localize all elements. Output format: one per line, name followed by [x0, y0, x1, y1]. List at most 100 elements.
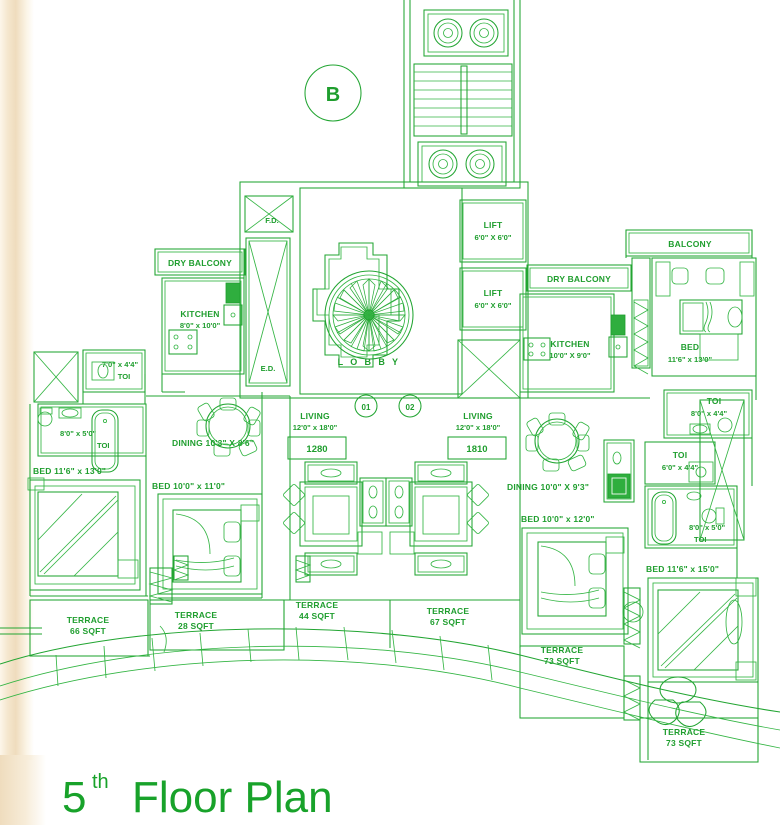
right-living-furniture [385, 461, 489, 576]
medallion-rays [332, 278, 406, 352]
right-toilet-2-dims: 6'0" x 4'4" [662, 463, 699, 472]
unit-marker-02-label: 02 [406, 403, 415, 412]
left-basin-icon [61, 408, 79, 418]
terrace-5-area: 73 SQFT [544, 656, 580, 666]
lift-2-label: LIFT [484, 288, 503, 298]
right-toilet-1 [663, 389, 753, 439]
right-dry-balcony [526, 264, 632, 292]
right-toilet-1-label: TOI [707, 396, 722, 406]
unit-marker-01-label: 01 [362, 403, 371, 412]
right-bed-1-dims: 11'6" x 13'0" [668, 355, 713, 364]
staircase-treads [413, 63, 513, 137]
left-living-label: LIVING [300, 411, 330, 421]
terrace-3-label: TERRACE [296, 600, 339, 610]
lift-2-dims: 6'0" X 6'0" [475, 301, 512, 310]
left-living-dims: 12'0" x 18'0" [293, 423, 338, 432]
building-marker-label: B [326, 84, 340, 106]
right-toilet-1-dims: 8'0" x 4'4" [691, 409, 728, 418]
page-title: 5 th Floor Plan [62, 771, 333, 822]
terrace-1-area: 66 SQFT [70, 626, 106, 636]
planter-motif-top [433, 18, 499, 48]
lift-1-dims: 6'0" X 6'0" [475, 233, 512, 242]
left-living-furniture [283, 461, 387, 576]
left-bathtub-icon [91, 409, 119, 473]
terrace-6-outline [639, 717, 759, 763]
left-area-value: 1280 [306, 444, 327, 455]
left-toilet-2-label: TOI [97, 441, 110, 450]
left-dining-label: DINING 10'3" X 8'6" [172, 438, 254, 448]
right-kitchen-dims: 10'0" X 9'0" [549, 351, 591, 360]
title-ordinal: th [92, 771, 109, 793]
building-marker-b: B [304, 64, 362, 122]
unit-left-walls: DRY BALCONY KITCHEN 8'0" x 10'0" 7'0" x … [27, 248, 387, 601]
right-dining-table [525, 412, 590, 472]
left-kitchen-appliance [225, 282, 241, 304]
fire-duct-label: F.D. [265, 216, 279, 225]
right-bed-1-label: BED [681, 342, 700, 352]
right-bed-3-label: BED 11'6" x 15'0" [646, 564, 719, 574]
right-area-value: 1810 [466, 444, 487, 455]
left-bed-2-furniture [172, 504, 260, 583]
right-balcony-label: BALCONY [668, 239, 712, 249]
electric-duct-label: E.D. [261, 364, 276, 373]
left-bed-1-label: BED 11'6" x 13'0" [33, 466, 106, 476]
right-kitchen-hob [523, 337, 551, 361]
left-kitchen-label: KITCHEN [180, 309, 219, 319]
left-kitchen-hob [168, 329, 198, 355]
lift-1-label: LIFT [484, 220, 503, 230]
left-stair-hatch [148, 555, 190, 653]
mid-stair-hatch [294, 555, 312, 583]
terrace-5-label: TERRACE [541, 645, 584, 655]
unit-right-walls: BALCONY DRY BALCONY KITCHEN 10'0" X 9'0" [385, 229, 759, 760]
lobby-label: L O B B Y [338, 357, 401, 367]
terrace-2-area: 28 SQFT [178, 621, 214, 631]
right-basin-icon [686, 491, 702, 501]
right-toilet-3-dims: 8'0" x 5'0" [689, 523, 726, 532]
terrace-2-label: TERRACE [175, 610, 218, 620]
curved-planter-arc [0, 626, 780, 749]
right-living-label: LIVING [463, 411, 493, 421]
left-bed-1-furniture [27, 477, 139, 579]
right-kitchen-appliance [610, 314, 626, 336]
right-bed-2-furniture [537, 536, 625, 617]
right-bed-2-label: BED 10'0" x 12'0" [521, 514, 595, 524]
arc-segment-dividers [55, 626, 493, 687]
right-toilet-3 [644, 485, 738, 549]
left-bed-2-label: BED 10'0" x 11'0" [152, 481, 225, 491]
right-dining-label: DINING 10'0" X 9'3" [507, 482, 589, 492]
unit-marker-02: 02 [398, 394, 422, 418]
terrace-4-area: 67 SQFT [430, 617, 466, 627]
left-dry-balcony-label: DRY BALCONY [168, 258, 232, 268]
right-wardrobe-shaft [631, 257, 651, 375]
left-area-box [287, 436, 347, 460]
right-kitchen-label: KITCHEN [550, 339, 589, 349]
left-toilet-1-label: TOI [118, 372, 131, 381]
lift-2: LIFT 6'0" X 6'0" [459, 267, 527, 331]
terrace-6-label: TERRACE [663, 727, 706, 737]
right-toilet-2-label: TOI [673, 450, 688, 460]
terrace-2-outline [149, 599, 285, 651]
unit-marker-01: 01 [354, 394, 378, 418]
right-bed-1-furniture [655, 261, 755, 361]
fire-duct-shaft: F.D. [244, 195, 294, 233]
right-bed-3-furniture [657, 577, 757, 681]
terrace-1-label: TERRACE [67, 615, 110, 625]
left-toilet-2-dims: 8'0" x 5'0" [60, 429, 97, 438]
right-inner-toilet [603, 439, 635, 503]
lift-1: LIFT 6'0" X 6'0" [459, 199, 527, 263]
terrace-group: TERRACE 66 SQFT TERRACE 28 SQFT TERRACE … [29, 599, 759, 763]
terrace-4-label: TERRACE [427, 606, 470, 616]
left-kitchen-dims: 8'0" x 10'0" [180, 321, 221, 330]
terrace-6-area: 73 SQFT [666, 738, 702, 748]
right-bathtub-icon [651, 491, 677, 545]
right-vertical-shaft [699, 399, 745, 541]
top-stair-block [403, 0, 521, 189]
terrace-5-outline [519, 645, 625, 719]
right-area-box [447, 436, 507, 460]
electric-duct-shaft: E.D. [245, 237, 291, 387]
title-text: Floor Plan [132, 773, 333, 822]
right-living-dims: 12'0" x 18'0" [456, 423, 501, 432]
lift-shaft-hatch [457, 339, 521, 399]
